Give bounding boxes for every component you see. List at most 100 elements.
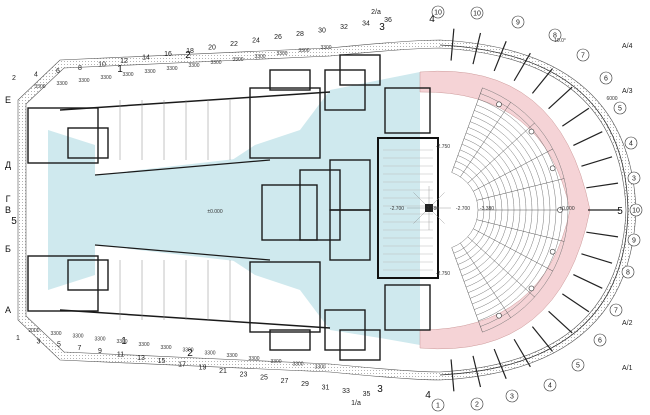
dimension-top: 3300: [320, 45, 331, 51]
room-wall: [67, 259, 109, 291]
grid-arc-bottom-marker: 9: [627, 233, 641, 247]
section-mark-top: 2: [185, 50, 191, 61]
grid-arc-bottom-marker-text: 8: [626, 269, 630, 276]
room-wall: [249, 261, 321, 333]
grid-bottom-label: 3: [37, 338, 41, 345]
facade-fin: [586, 231, 619, 238]
grid-top-label: 6: [56, 68, 60, 75]
facade-fin: [531, 326, 554, 352]
facade-fin: [450, 28, 455, 61]
grid-top-label: 22: [230, 41, 238, 48]
seat-aisle: [467, 236, 535, 298]
grid-top-label: 16: [164, 51, 172, 58]
grid-top-label: 30: [318, 27, 326, 34]
grid-arc-top-marker-circle: [576, 48, 590, 62]
dimension-top: 3300: [100, 75, 111, 81]
grid-arc-top-marker: 7: [576, 48, 590, 62]
grid-arc-top-marker: 4: [624, 136, 638, 150]
grid-bottom-label: 7: [78, 345, 82, 352]
ring-column: [528, 128, 535, 135]
facade-fin: [573, 274, 603, 289]
grid-bottom-label: 5: [57, 342, 61, 349]
grid-bottom-label: 27: [281, 378, 289, 385]
room-wall: [269, 69, 311, 91]
grid-top-label: 14: [142, 55, 150, 62]
arc-dimension: 10.0°: [554, 38, 566, 44]
room-wall: [249, 87, 321, 159]
dimension-bottom: 3300: [226, 353, 237, 359]
grid-bottom-label: 11: [117, 352, 124, 359]
dimension-top: 3300: [232, 57, 243, 63]
grid-arc-bottom-marker: 7: [609, 303, 623, 317]
room-wall: [339, 329, 381, 361]
section-mark-top: 3: [379, 22, 385, 33]
grid-arc-top-marker-text: 4: [629, 140, 633, 147]
dimension-top: 3300: [188, 63, 199, 69]
section-mark-bottom: 1: [121, 336, 127, 347]
dimension-bottom: 3300: [138, 342, 149, 348]
corridor-edge-top: [94, 159, 271, 176]
seat-aisle: [460, 102, 511, 177]
dimension-bottom: 3300: [292, 362, 303, 368]
grid-arc-top-marker-text: 9: [516, 19, 520, 26]
seat-row: [482, 87, 569, 333]
grid-arc-top-marker: 10: [431, 5, 445, 19]
grid-arc-bottom-marker-circle: [505, 389, 519, 403]
grid-bottom-label: 25: [260, 375, 268, 382]
dimension-bottom: 3300: [116, 339, 127, 345]
dimension-right: 6000: [606, 96, 617, 102]
grid-bottom-label: 17: [178, 361, 186, 368]
elevation-stage-left: -2.700: [390, 206, 404, 212]
grid-top-label: 20: [208, 44, 216, 51]
grid-arc-bottom-marker: 5: [571, 358, 585, 372]
grid-arc-bottom-marker: 4: [543, 378, 557, 392]
facade-fin: [573, 131, 603, 146]
facade-fin: [531, 68, 554, 94]
grid-arc-top-marker: 6: [599, 71, 613, 85]
facade-fin: [562, 107, 590, 127]
section-mark-left: 5: [11, 216, 17, 227]
grid-arc-top-marker-text: 5: [618, 105, 622, 112]
grid-arc-bottom-marker-circle: [629, 203, 643, 217]
stage: [377, 137, 451, 279]
grid-arc-bottom-marker: 8: [621, 265, 635, 279]
grid-left-row-label: Б: [5, 244, 11, 254]
seat-aisle: [451, 87, 483, 173]
grid-arc-bottom-marker: 6: [593, 333, 607, 347]
grid-top-label: 10: [98, 61, 106, 68]
room-wall: [27, 107, 99, 164]
grid-arc-bottom-marker-text: 1: [436, 402, 440, 409]
facade-fin: [513, 338, 531, 368]
facade-fin: [493, 348, 507, 379]
dimension-top: 3300: [210, 60, 221, 66]
corridor-central-wedge: [95, 155, 270, 265]
dimension-top: 3300: [56, 81, 67, 87]
grid-arc-bottom-marker-text: 6: [598, 337, 602, 344]
grid-bottom-label: 23: [240, 371, 248, 378]
grid-arc-top-marker-text: 7: [581, 52, 585, 59]
section-mark-bottom: 3: [377, 384, 383, 395]
room-wall: [67, 127, 109, 159]
dimension-bottom: 3300: [204, 350, 215, 356]
grid-right-axis-label: А/2: [622, 320, 633, 327]
grid-arc-bottom-marker-text: 2: [475, 401, 479, 408]
facade-curve: [439, 44, 629, 376]
dimension-top: 3300: [254, 54, 265, 60]
facade-fin: [493, 41, 507, 72]
room-wall: [384, 87, 431, 134]
grid-arc-bottom-marker: 3: [505, 389, 519, 403]
grid-arc-top-marker: 8: [548, 28, 562, 42]
facade-fins: [439, 28, 629, 392]
grid-top-label: 2: [12, 75, 16, 82]
grid-top-label: 24: [252, 38, 260, 45]
wing-wall-top: [59, 91, 331, 111]
grid-arc-top-marker: 3: [627, 171, 641, 185]
seat-aisle: [473, 228, 553, 272]
seat-aisle: [451, 247, 483, 333]
ring-column: [557, 207, 563, 213]
facade-fin: [513, 52, 531, 82]
ring-column: [496, 312, 502, 319]
elevation-stage-top: -2.750: [436, 144, 450, 150]
dimension-bottom: 3300: [248, 356, 259, 362]
dimension-bottom: 3300: [94, 336, 105, 342]
